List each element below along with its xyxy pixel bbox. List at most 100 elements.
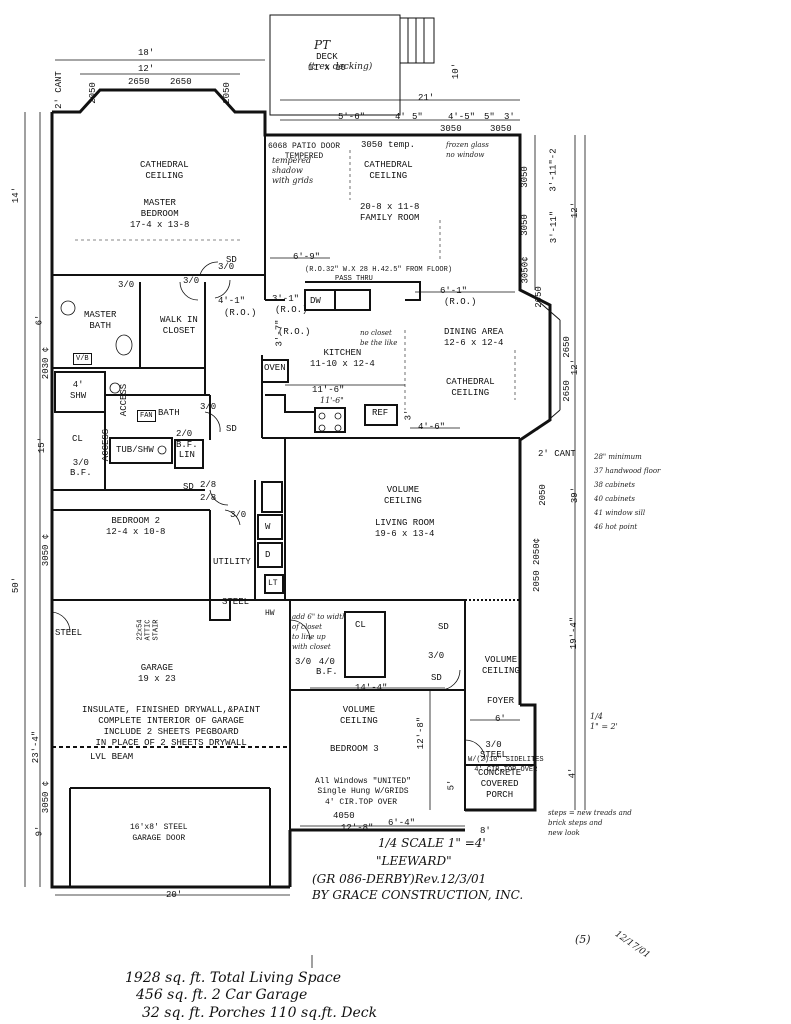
living-ceiling: VOLUME CEILING: [384, 485, 422, 506]
window-3050-top-a: 3050: [440, 124, 462, 134]
dim-39ft: 39': [570, 486, 581, 504]
dim-21ft: 21': [418, 93, 435, 103]
smoke-detector-a: SD: [226, 255, 237, 265]
window-2650-right-a: 2650: [561, 336, 572, 358]
oven-label: OVEN: [264, 363, 286, 373]
dim-6ft: 6': [34, 314, 45, 326]
window-2050-a: 2050: [87, 82, 98, 104]
handnote-11-6: 11'-6": [320, 396, 344, 405]
window-2050-right-b: 2050: [537, 484, 548, 506]
handnote-page: (5): [575, 933, 591, 946]
dim-ro-c: (R.O.): [278, 327, 311, 337]
smoke-detector-c: SD: [183, 482, 194, 492]
window-3050-right-c: 3050¢: [520, 256, 531, 284]
handnote-scale: 1/4 1" = 2': [590, 712, 618, 731]
dim-12ft: 12': [138, 64, 155, 74]
dim-4-1: 4'-1": [218, 296, 246, 306]
dim-5-6: 5'-6": [338, 112, 366, 122]
window-3050-right-b: 3050: [519, 214, 530, 236]
summary-porches-deck: 32 sq. ft. Porches 110 sq.ft. Deck: [142, 1005, 378, 1021]
bf-lin: B.F. LIN: [176, 440, 198, 460]
door-hall-a: 2/8: [200, 480, 217, 490]
builder-name: BY GRACE CONSTRUCTION, INC.: [312, 888, 524, 902]
closet-bed3-label: CL: [355, 620, 366, 630]
dimension-lines: [24, 59, 586, 896]
windows-note: All Windows "UNITED" Single Hung W/GRIDS: [315, 777, 412, 796]
dim-4ft-right: 4': [567, 767, 578, 779]
bath-label: BATH: [158, 408, 180, 418]
window-2650-a: 2650: [128, 77, 150, 87]
refrigerator-label: REF: [372, 408, 389, 418]
smoke-detector-d: SD: [431, 673, 442, 683]
door-walk-in: 3/0: [183, 276, 200, 286]
dim-3-1: 3'-1": [272, 294, 300, 304]
window-3050-left2: 3050 ¢: [41, 780, 52, 814]
handnote-frozen-glass: frozen glass no window: [446, 141, 489, 159]
handnote-closet: no closet be the like: [360, 329, 398, 347]
dim-14-4: 14'-4": [355, 683, 388, 693]
foyer-ceiling: VOLUME CEILING: [482, 655, 520, 676]
scale-label: 1/4 SCALE 1" =4': [378, 836, 486, 850]
door-lin: 2/0: [176, 429, 193, 439]
interior-walls: [52, 135, 536, 887]
dim-12-8-h: 12'-8": [341, 823, 374, 833]
window-2050-pair: 2050 2050¢: [532, 537, 543, 593]
porch-label: CONCRETE COVERED PORCH: [478, 768, 522, 800]
handnote-steps: steps = new treads and brick steps and n…: [548, 809, 632, 837]
vb-label: V/B: [73, 353, 92, 365]
foyer-label: FOYER: [487, 696, 515, 706]
deck-pt-note: PT: [314, 38, 331, 52]
dim-19-4: 19'-4": [569, 616, 580, 650]
laundry-tub-label: LT: [268, 579, 278, 588]
door-master-bath: 3/0: [118, 280, 135, 290]
patio-door: 6068 PATIO DOOR TEMPERED: [268, 142, 341, 161]
door-steel-front: 3/0 STEEL: [480, 740, 508, 760]
dim-ro-b: (R.O.): [275, 305, 308, 315]
family-room-label: 20-8 x 11-8 FAMILY ROOM: [360, 202, 420, 223]
handnote-tempered: tempered shadow with grids: [272, 156, 314, 185]
garage-door-label: 16'x8' STEEL GARAGE DOOR: [130, 823, 188, 843]
dim-50ft: 50': [11, 576, 22, 594]
door-swings: [51, 261, 486, 761]
summary-garage: 456 sq. ft. 2 Car Garage: [136, 987, 308, 1003]
handnote-width: add 6" to width of closet to line up wit…: [292, 613, 347, 651]
access-panel-b: ACCESS: [101, 428, 112, 462]
dim-9ft: 9': [34, 825, 45, 837]
master-ceiling: CATHEDRAL CEILING: [140, 160, 189, 181]
living-room-label: LIVING ROOM 19-6 x 13-4: [375, 518, 435, 539]
dim-12-8-v: 12'-8": [416, 716, 427, 750]
master-bath-label: MASTER BATH: [84, 310, 117, 331]
master-bedroom-label: MASTER BEDROOM 17-4 x 13-8: [130, 198, 190, 230]
window-2030: 2030 ¢: [41, 346, 52, 380]
dim-14ft: 14': [11, 186, 22, 204]
dim-4-6: 4'-6": [418, 422, 446, 432]
dim-18ft: 18': [138, 48, 155, 58]
dim-11-6: 11'-6": [312, 385, 345, 395]
access-panel-a: ACCESS: [119, 383, 130, 417]
smoke-detector-e: SD: [438, 622, 449, 632]
dim-23-4: 23'-4": [31, 730, 42, 764]
window-3050-top-b: 3050: [490, 124, 512, 134]
shower-label: 4' SHW: [70, 380, 87, 401]
garage-label: GARAGE 19 x 23: [138, 663, 176, 684]
door-master: 3/0: [218, 262, 235, 272]
dim-ro-d: (R.O.): [444, 297, 477, 307]
dim-4ft: 4': [395, 112, 406, 122]
plan-name: "LEEWARD": [376, 854, 452, 868]
deck-trex-note: (trex decking): [308, 62, 373, 72]
sidelites-note: W/(2)10" SIDELITES 4' CIR.TOP OVER: [468, 756, 544, 774]
door-bedroom2: 3/0: [230, 510, 247, 520]
family-ceiling: CATHEDRAL CEILING: [364, 160, 413, 181]
door-bf-cl: 3/0 B.F.: [70, 458, 92, 478]
dim-6-1: 6'-1": [440, 286, 468, 296]
dim-10ft: 10': [451, 62, 462, 80]
fixtures: [60, 300, 342, 455]
kitchen-label: KITCHEN 11-10 x 12-4: [310, 348, 375, 369]
window-4050: 4050: [333, 811, 355, 821]
lvl-beam-label: LVL BEAM: [90, 752, 134, 762]
dim-6ft-foyer: 6': [495, 714, 506, 724]
dim-6-4: 6'-4": [388, 818, 416, 828]
dim-20ft: 20': [166, 890, 183, 900]
dishwasher-label: DW: [310, 296, 321, 306]
handnote-heights: 28" minimum 37 handwood floor 38 cabinet…: [594, 453, 661, 531]
